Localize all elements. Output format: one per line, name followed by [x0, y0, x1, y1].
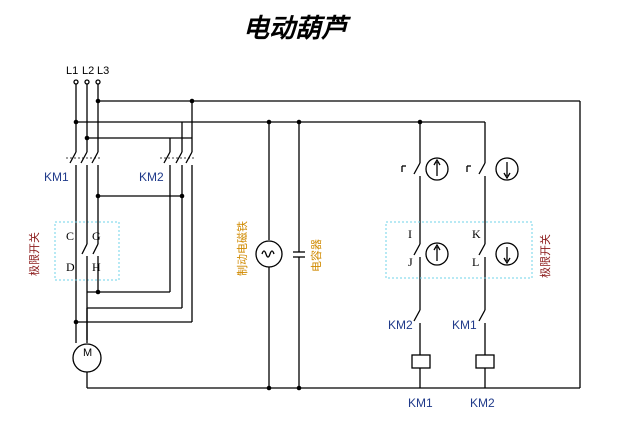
terminal-i-label: I [408, 227, 412, 241]
l3-label: L3 [97, 65, 109, 77]
terminal-c-label: C [66, 229, 74, 243]
limit-up-icon [425, 242, 449, 266]
limit-switch-right-label: 极限开关 [538, 234, 552, 278]
l1-label: L1 [66, 65, 78, 77]
terminal-l-label: L [472, 255, 479, 269]
terminal-k-label: K [472, 227, 481, 241]
l2-label: L2 [82, 65, 94, 77]
brake-solenoid-label: 制动电磁铁 [236, 221, 249, 276]
coil-km2-label: KM2 [470, 396, 495, 410]
terminal-g-label: G [92, 229, 101, 243]
control-branch-right [466, 122, 486, 388]
interlock-km1-label: KM1 [452, 318, 477, 332]
limit-switch-left-label: 极限开关 [27, 232, 41, 276]
capacitor-label: 电容器 [309, 239, 323, 272]
limit-down-icon [495, 242, 519, 266]
supply-wires [75, 84, 581, 389]
diagram-title: 电动葫芦 [243, 14, 351, 44]
km2-contactor-label: KM2 [139, 170, 164, 184]
coil-km1 [411, 354, 431, 369]
brake-solenoid [255, 122, 283, 388]
km2-main-contacts [98, 151, 196, 322]
terminal-d-label: D [66, 260, 75, 274]
supply-terminals [73, 79, 101, 85]
km1-main-contacts [66, 151, 102, 322]
capacitor [293, 122, 305, 388]
button-down-icon [495, 157, 519, 181]
motor [72, 308, 269, 389]
button-up-icon [425, 157, 449, 181]
interlock-km2-label: KM2 [388, 318, 413, 332]
motor-label: M [83, 347, 92, 359]
limit-switch-box-right [385, 221, 533, 279]
control-branch-left [401, 122, 421, 388]
coil-km2 [475, 354, 495, 369]
coil-km1-label: KM1 [408, 396, 433, 410]
terminal-h-label: H [92, 260, 101, 274]
km1-contactor-label: KM1 [44, 170, 69, 184]
terminal-j-label: J [408, 255, 413, 269]
